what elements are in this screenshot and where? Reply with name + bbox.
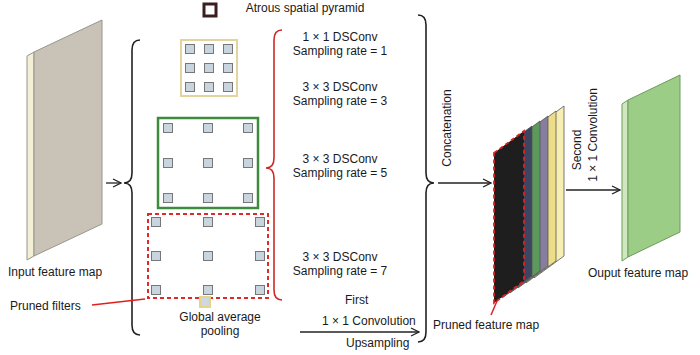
- diagram-label: 1 × 1 Convolution: [586, 88, 600, 182]
- diagram-label: Atrous spatial pyramid: [246, 1, 365, 15]
- leader-line: [92, 299, 145, 305]
- map-layer: [494, 131, 524, 303]
- feature-map-shape: [494, 106, 564, 303]
- feature-map-shape: [27, 20, 102, 260]
- filter-rate-5: [158, 118, 258, 208]
- diagram-label: 3 × 3 DSConv Sampling rate = 5: [286, 152, 394, 180]
- diagram-label: Global average pooling: [175, 310, 265, 338]
- diagram-label: 1 × 1 Convolution: [322, 314, 416, 328]
- filter-rate-3: [181, 40, 237, 96]
- diagram-label: Pruned filters: [10, 299, 81, 313]
- pyramid-brace: [266, 30, 282, 300]
- filter-rate-7: [148, 214, 268, 298]
- concat-arrow: [438, 182, 491, 183]
- diagram-label: 3 × 3 DSConv Sampling rate = 7: [286, 250, 394, 278]
- left-brace: [124, 40, 140, 335]
- feature-map: Input feature map: [27, 20, 102, 260]
- map-layer: [622, 100, 628, 261]
- diagram-label: First: [345, 293, 368, 307]
- gap-symbol: [200, 297, 210, 307]
- concat-brace: [418, 15, 434, 342]
- gap-arrow: [300, 331, 419, 332]
- map-label: Ouput feature map: [588, 266, 688, 280]
- map-layer: [628, 75, 680, 257]
- diagram-label: 1 × 1 DSConv Sampling rate = 1: [286, 30, 394, 58]
- map-label: Input feature map: [8, 265, 102, 279]
- map-label: Pruned feature map: [433, 318, 539, 332]
- feature-map: Pruned feature map: [494, 106, 564, 303]
- diagram-label: 3 × 3 DSConv Sampling rate = 3: [286, 80, 394, 108]
- arrow-connector: [566, 189, 620, 190]
- filter-1x1: [204, 4, 216, 16]
- diagram-label: Upsampling: [346, 336, 409, 350]
- feature-map: Ouput feature map: [622, 75, 680, 261]
- feature-map-shape: [622, 75, 680, 261]
- map-layer: [34, 20, 102, 256]
- diagram-label: Second: [570, 130, 584, 171]
- input-arrow: [106, 182, 121, 183]
- diagram-label: Concatenation: [440, 89, 454, 166]
- map-layer: [27, 52, 34, 260]
